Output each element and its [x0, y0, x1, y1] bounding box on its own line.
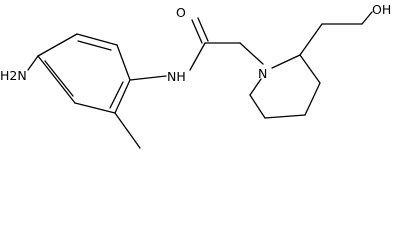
- ring-bond-c6-c1: [37, 55, 76, 104]
- carbonyl-double-bond-a: [191, 19, 203, 44]
- bond-methyl: [114, 112, 141, 149]
- pip-bond-c3-c4: [304, 82, 321, 116]
- ring-bond-c4-c5: [114, 79, 131, 114]
- carbonyl-oxygen-label: O: [176, 5, 186, 20]
- piperidine-nitrogen-label: N: [258, 66, 267, 81]
- pip-bond-c5-c6: [249, 94, 266, 119]
- ring-bond-c2-c3: [76, 33, 118, 46]
- ring-double-bond-3: [44, 60, 74, 97]
- bond-ring-amide-n: [129, 75, 167, 81]
- carbonyl-double-bond-b: [197, 17, 209, 42]
- ring-bond-c3-c4: [116, 44, 131, 81]
- hydroxyl-label: OH: [372, 2, 391, 17]
- bond-c2-ch2a: [299, 23, 323, 56]
- ring-bond-c1-c2: [37, 33, 78, 57]
- pip-bond-c4-c5: [264, 114, 306, 119]
- ring-double-bond-1: [77, 40, 112, 51]
- ring-double-bond-2: [109, 81, 124, 109]
- pip-bond-n-c2: [271, 54, 301, 69]
- bond-ch2-ring-n: [239, 42, 264, 65]
- benzene-ring: [37, 33, 131, 114]
- structure-canvas: H2N NH O N OH: [0, 2, 391, 149]
- ring-bond-c5-c6: [74, 102, 116, 114]
- bond-ring-amine: [27, 55, 39, 71]
- piperidine-ring: [249, 54, 321, 119]
- amide-nh-label: NH: [167, 69, 186, 84]
- pip-bond-c6-n: [249, 78, 262, 96]
- bond-amide-n-carbonyl: [189, 42, 206, 71]
- amine-group-label: H2N: [0, 68, 27, 83]
- molecule-structure: H2N NH O N OH: [0, 2, 391, 149]
- pip-bond-c2-c3: [299, 54, 321, 84]
- bond-ch2b-oh: [361, 11, 373, 25]
